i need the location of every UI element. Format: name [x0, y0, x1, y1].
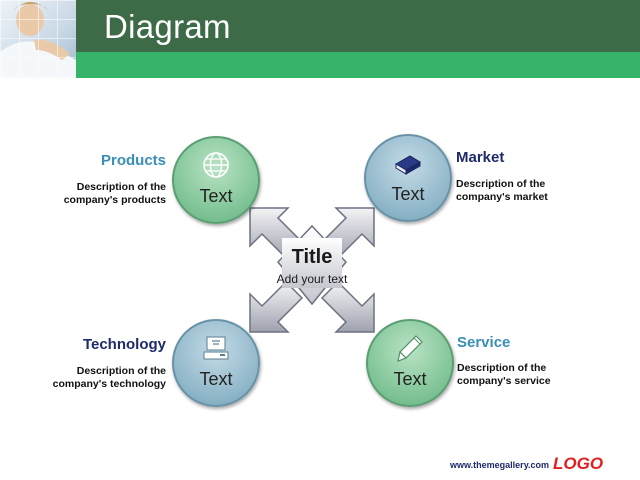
accent-bar — [76, 52, 640, 78]
service-description: Description of the company's service — [457, 362, 551, 387]
pen-icon — [397, 335, 423, 362]
book-icon — [395, 155, 421, 175]
service-heading: Service — [457, 334, 511, 351]
market-circle[interactable]: Text — [364, 134, 452, 222]
footer-url[interactable]: www.themegallery.com — [450, 460, 550, 470]
arrow-bottom-left — [249, 280, 304, 333]
center-title: Title — [291, 246, 333, 268]
market-heading: Market — [456, 149, 505, 166]
arrow-bottom-right — [320, 280, 375, 333]
technology-circle[interactable]: Text — [172, 319, 260, 407]
title-bar — [76, 0, 640, 52]
service-circle[interactable]: Text — [366, 319, 454, 407]
logo: LOGO — [553, 454, 604, 473]
circle-text: Text — [393, 369, 427, 389]
globe-icon — [203, 152, 229, 178]
header-photo — [0, 0, 76, 78]
circle-text: Text — [391, 184, 425, 204]
page-title: Diagram — [104, 8, 231, 45]
products-circle[interactable]: Text — [172, 136, 260, 224]
products-heading: Products — [100, 152, 166, 169]
computer-icon — [203, 336, 229, 360]
slide-header: Diagram — [0, 0, 640, 78]
circle-text: Text — [199, 369, 233, 389]
technology-heading: Technology — [82, 336, 166, 353]
products-description: Description of the company's products — [63, 181, 166, 206]
technology-description: Description of the company's technology — [52, 365, 166, 390]
market-description: Description of the company's market — [456, 178, 548, 203]
center-subtitle: Add your text — [276, 272, 348, 286]
circle-text: Text — [199, 186, 233, 206]
